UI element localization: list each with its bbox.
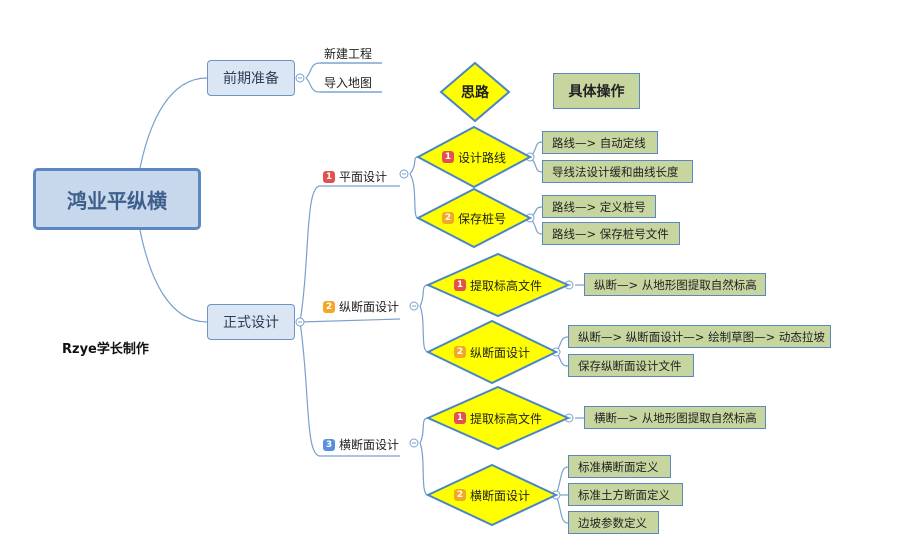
diamond-step-1-1 bbox=[415, 125, 533, 189]
prep-item-import-map[interactable]: 导入地图 bbox=[324, 76, 373, 90]
step-label: 提取标高文件 bbox=[469, 278, 542, 293]
step-label: 提取标高文件 bbox=[469, 411, 542, 426]
step-label: 纵断面设计 bbox=[469, 345, 530, 360]
section-cross[interactable]: 3 横断面设计 bbox=[323, 436, 399, 453]
section-label: 平面设计 bbox=[339, 170, 388, 184]
section-plane[interactable]: 1 平面设计 bbox=[323, 168, 387, 185]
op-standard-earthwork[interactable]: 标准土方断面定义 bbox=[568, 483, 683, 506]
priority-1-icon: 1 bbox=[453, 279, 466, 291]
diamond-step-3-1 bbox=[425, 385, 571, 451]
section-label: 纵断面设计 bbox=[339, 300, 400, 314]
header-idea: 思路 bbox=[461, 85, 489, 101]
priority-1-icon: 1 bbox=[323, 170, 335, 183]
author-credit: Rzye学长制作 bbox=[62, 342, 149, 357]
step-label: 保存桩号 bbox=[457, 211, 506, 226]
step-extract-elevation-profile[interactable]: 1 提取标高文件 bbox=[428, 275, 568, 295]
step-save-station[interactable]: 2 保存桩号 bbox=[418, 208, 530, 228]
op-save-profile-file[interactable]: 保存纵断面设计文件 bbox=[568, 354, 694, 377]
priority-3-icon: 3 bbox=[323, 438, 335, 451]
step-profile-design[interactable]: 2 纵断面设计 bbox=[428, 342, 556, 362]
op-define-station[interactable]: 路线—> 定义桩号 bbox=[542, 195, 656, 218]
priority-2-icon: 2 bbox=[453, 346, 466, 358]
op-save-station-file[interactable]: 路线—> 保存桩号文件 bbox=[542, 222, 680, 245]
priority-2-icon: 2 bbox=[323, 300, 335, 313]
section-label: 横断面设计 bbox=[339, 438, 400, 452]
topic-formal[interactable]: 正式设计 bbox=[207, 304, 295, 340]
step-label: 横断面设计 bbox=[469, 488, 530, 503]
op-auto-route[interactable]: 路线—> 自动定线 bbox=[542, 131, 658, 154]
step-label: 设计路线 bbox=[457, 150, 506, 165]
header-ops: 具体操作 bbox=[553, 73, 640, 109]
diamond-step-1-2 bbox=[415, 187, 533, 249]
prep-item-new-project[interactable]: 新建工程 bbox=[324, 47, 373, 61]
op-profile-grade[interactable]: 纵断—> 纵断面设计—> 绘制草图—> 动态拉坡 bbox=[568, 325, 831, 348]
op-profile-extract[interactable]: 纵断—> 从地形图提取自然标高 bbox=[584, 273, 766, 296]
priority-2-icon: 2 bbox=[441, 212, 454, 224]
diamond-idea bbox=[439, 61, 511, 123]
diamond-step-2-1 bbox=[425, 252, 571, 318]
op-cross-extract[interactable]: 横断—> 从地形图提取自然标高 bbox=[584, 406, 766, 429]
section-profile[interactable]: 2 纵断面设计 bbox=[323, 298, 399, 315]
op-curve-length[interactable]: 导线法设计缓和曲线长度 bbox=[542, 160, 693, 183]
step-cross-design[interactable]: 2 横断面设计 bbox=[428, 485, 556, 505]
root-topic[interactable]: 鸿业平纵横 bbox=[33, 168, 201, 230]
priority-1-icon: 1 bbox=[441, 151, 454, 163]
priority-1-icon: 1 bbox=[453, 412, 466, 424]
step-extract-elevation-cross[interactable]: 1 提取标高文件 bbox=[428, 408, 568, 428]
diamond-step-3-2 bbox=[425, 463, 559, 527]
op-slope-params[interactable]: 边坡参数定义 bbox=[568, 511, 659, 534]
topic-prep[interactable]: 前期准备 bbox=[207, 60, 295, 96]
op-standard-cross[interactable]: 标准横断面定义 bbox=[568, 455, 671, 478]
priority-2-icon: 2 bbox=[453, 489, 466, 501]
diamond-step-2-2 bbox=[425, 319, 559, 385]
step-design-route[interactable]: 1 设计路线 bbox=[418, 147, 530, 167]
